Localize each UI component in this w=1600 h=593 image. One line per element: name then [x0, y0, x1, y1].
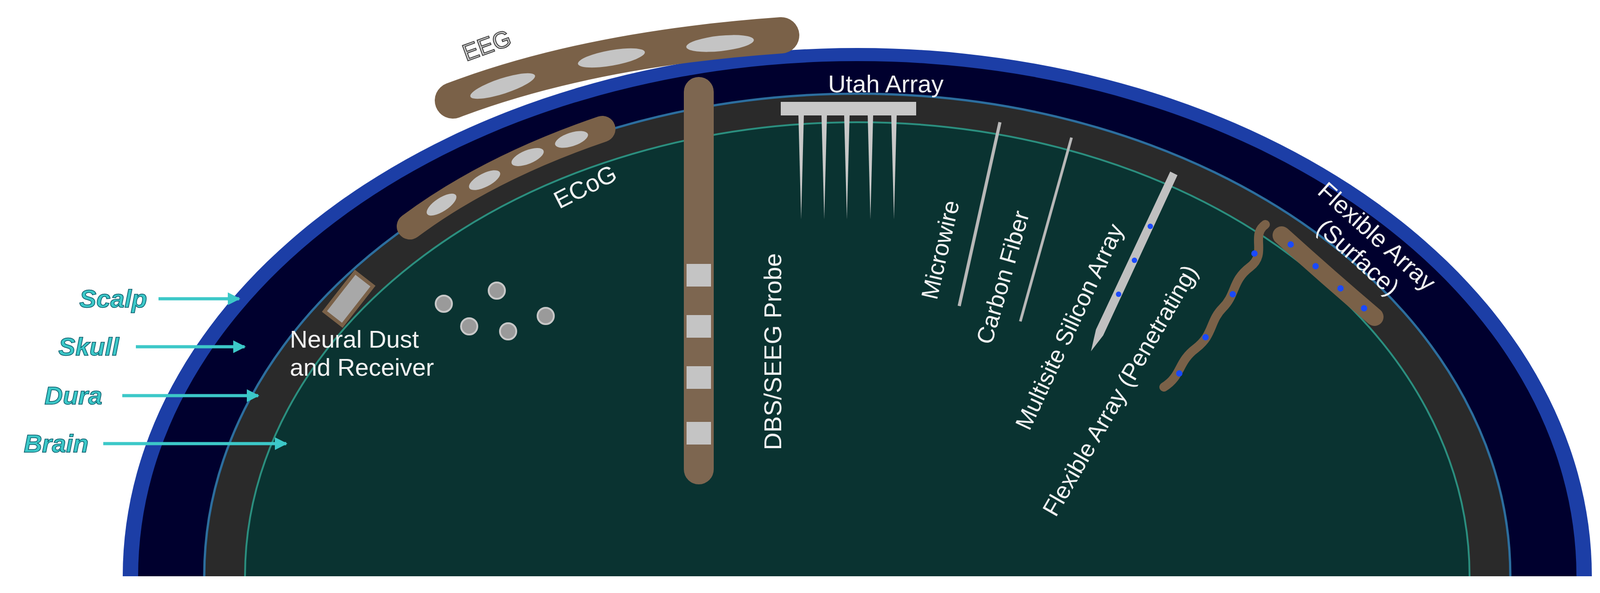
eeg-pad-part [576, 44, 647, 72]
layer-pointer-arrows [103, 298, 287, 444]
multisite-silicon-array-part [1147, 223, 1154, 230]
layer-label: Brain [23, 429, 89, 459]
neural-dust-part [488, 282, 505, 299]
flexible-surface-array-part [1360, 305, 1368, 312]
utah-array-part [821, 115, 827, 220]
dbs-probe-part [686, 264, 712, 287]
device-label: Neural Dust and Receiver [289, 325, 462, 382]
device-label: Utah Array [827, 69, 944, 98]
skull-layer [138, 61, 1577, 577]
neural-dust-part [499, 323, 517, 340]
dbs-probe-part [686, 422, 712, 445]
device-label: DBS/SEEG Probe [758, 253, 787, 451]
brain-layer [245, 122, 1470, 577]
flexible-surface-array-part [1337, 285, 1344, 292]
flexible-surface-array-part [1312, 263, 1319, 270]
utah-array-part [891, 115, 897, 220]
utah-array-part [798, 115, 804, 220]
neural-dust-part [435, 295, 452, 313]
ecog-strip-part [509, 144, 547, 170]
eeg-pad-part [685, 32, 755, 55]
ecog-strip-part [552, 127, 591, 152]
dbs-probe-part [686, 366, 712, 390]
device-label: EEG [458, 24, 515, 68]
layer-pointer-arrows-part [158, 297, 240, 301]
flexible-penetrating-array-part [1229, 291, 1236, 298]
layer-label: Skull [58, 332, 120, 362]
multisite-silicon-array-part [1131, 257, 1138, 264]
utah-array-part [844, 115, 850, 220]
utah-array [780, 101, 917, 220]
multisite-silicon-array-part [1115, 291, 1122, 298]
neural-dust-part [324, 272, 373, 326]
dbs-probe [683, 76, 714, 485]
ecog-strip-part [466, 166, 503, 194]
utah-array-part [867, 115, 874, 220]
flexible-penetrating-array-part [1202, 334, 1209, 341]
ecog-strip-part [423, 189, 460, 221]
dbs-probe-part [683, 76, 714, 485]
layer-pointer-arrows-part [122, 394, 259, 398]
neural-dust-part [461, 318, 478, 335]
layer-label: Dura [44, 381, 103, 411]
dbs-probe-part [686, 315, 712, 338]
layer-pointer-arrows-part [103, 442, 287, 446]
neural-dust-part [537, 307, 554, 325]
layer-pointer-arrows-part [135, 345, 245, 349]
utah-array-part [780, 101, 917, 116]
flexible-surface-array-part [1287, 241, 1294, 248]
eeg-pad-part [467, 68, 538, 105]
flexible-penetrating-array-part [1251, 250, 1258, 257]
layer-label: Scalp [79, 284, 147, 314]
dura-layer [204, 93, 1511, 577]
scalp-layer [122, 48, 1592, 577]
flexible-penetrating-array-part [1176, 370, 1183, 377]
head-layers [122, 48, 1592, 577]
